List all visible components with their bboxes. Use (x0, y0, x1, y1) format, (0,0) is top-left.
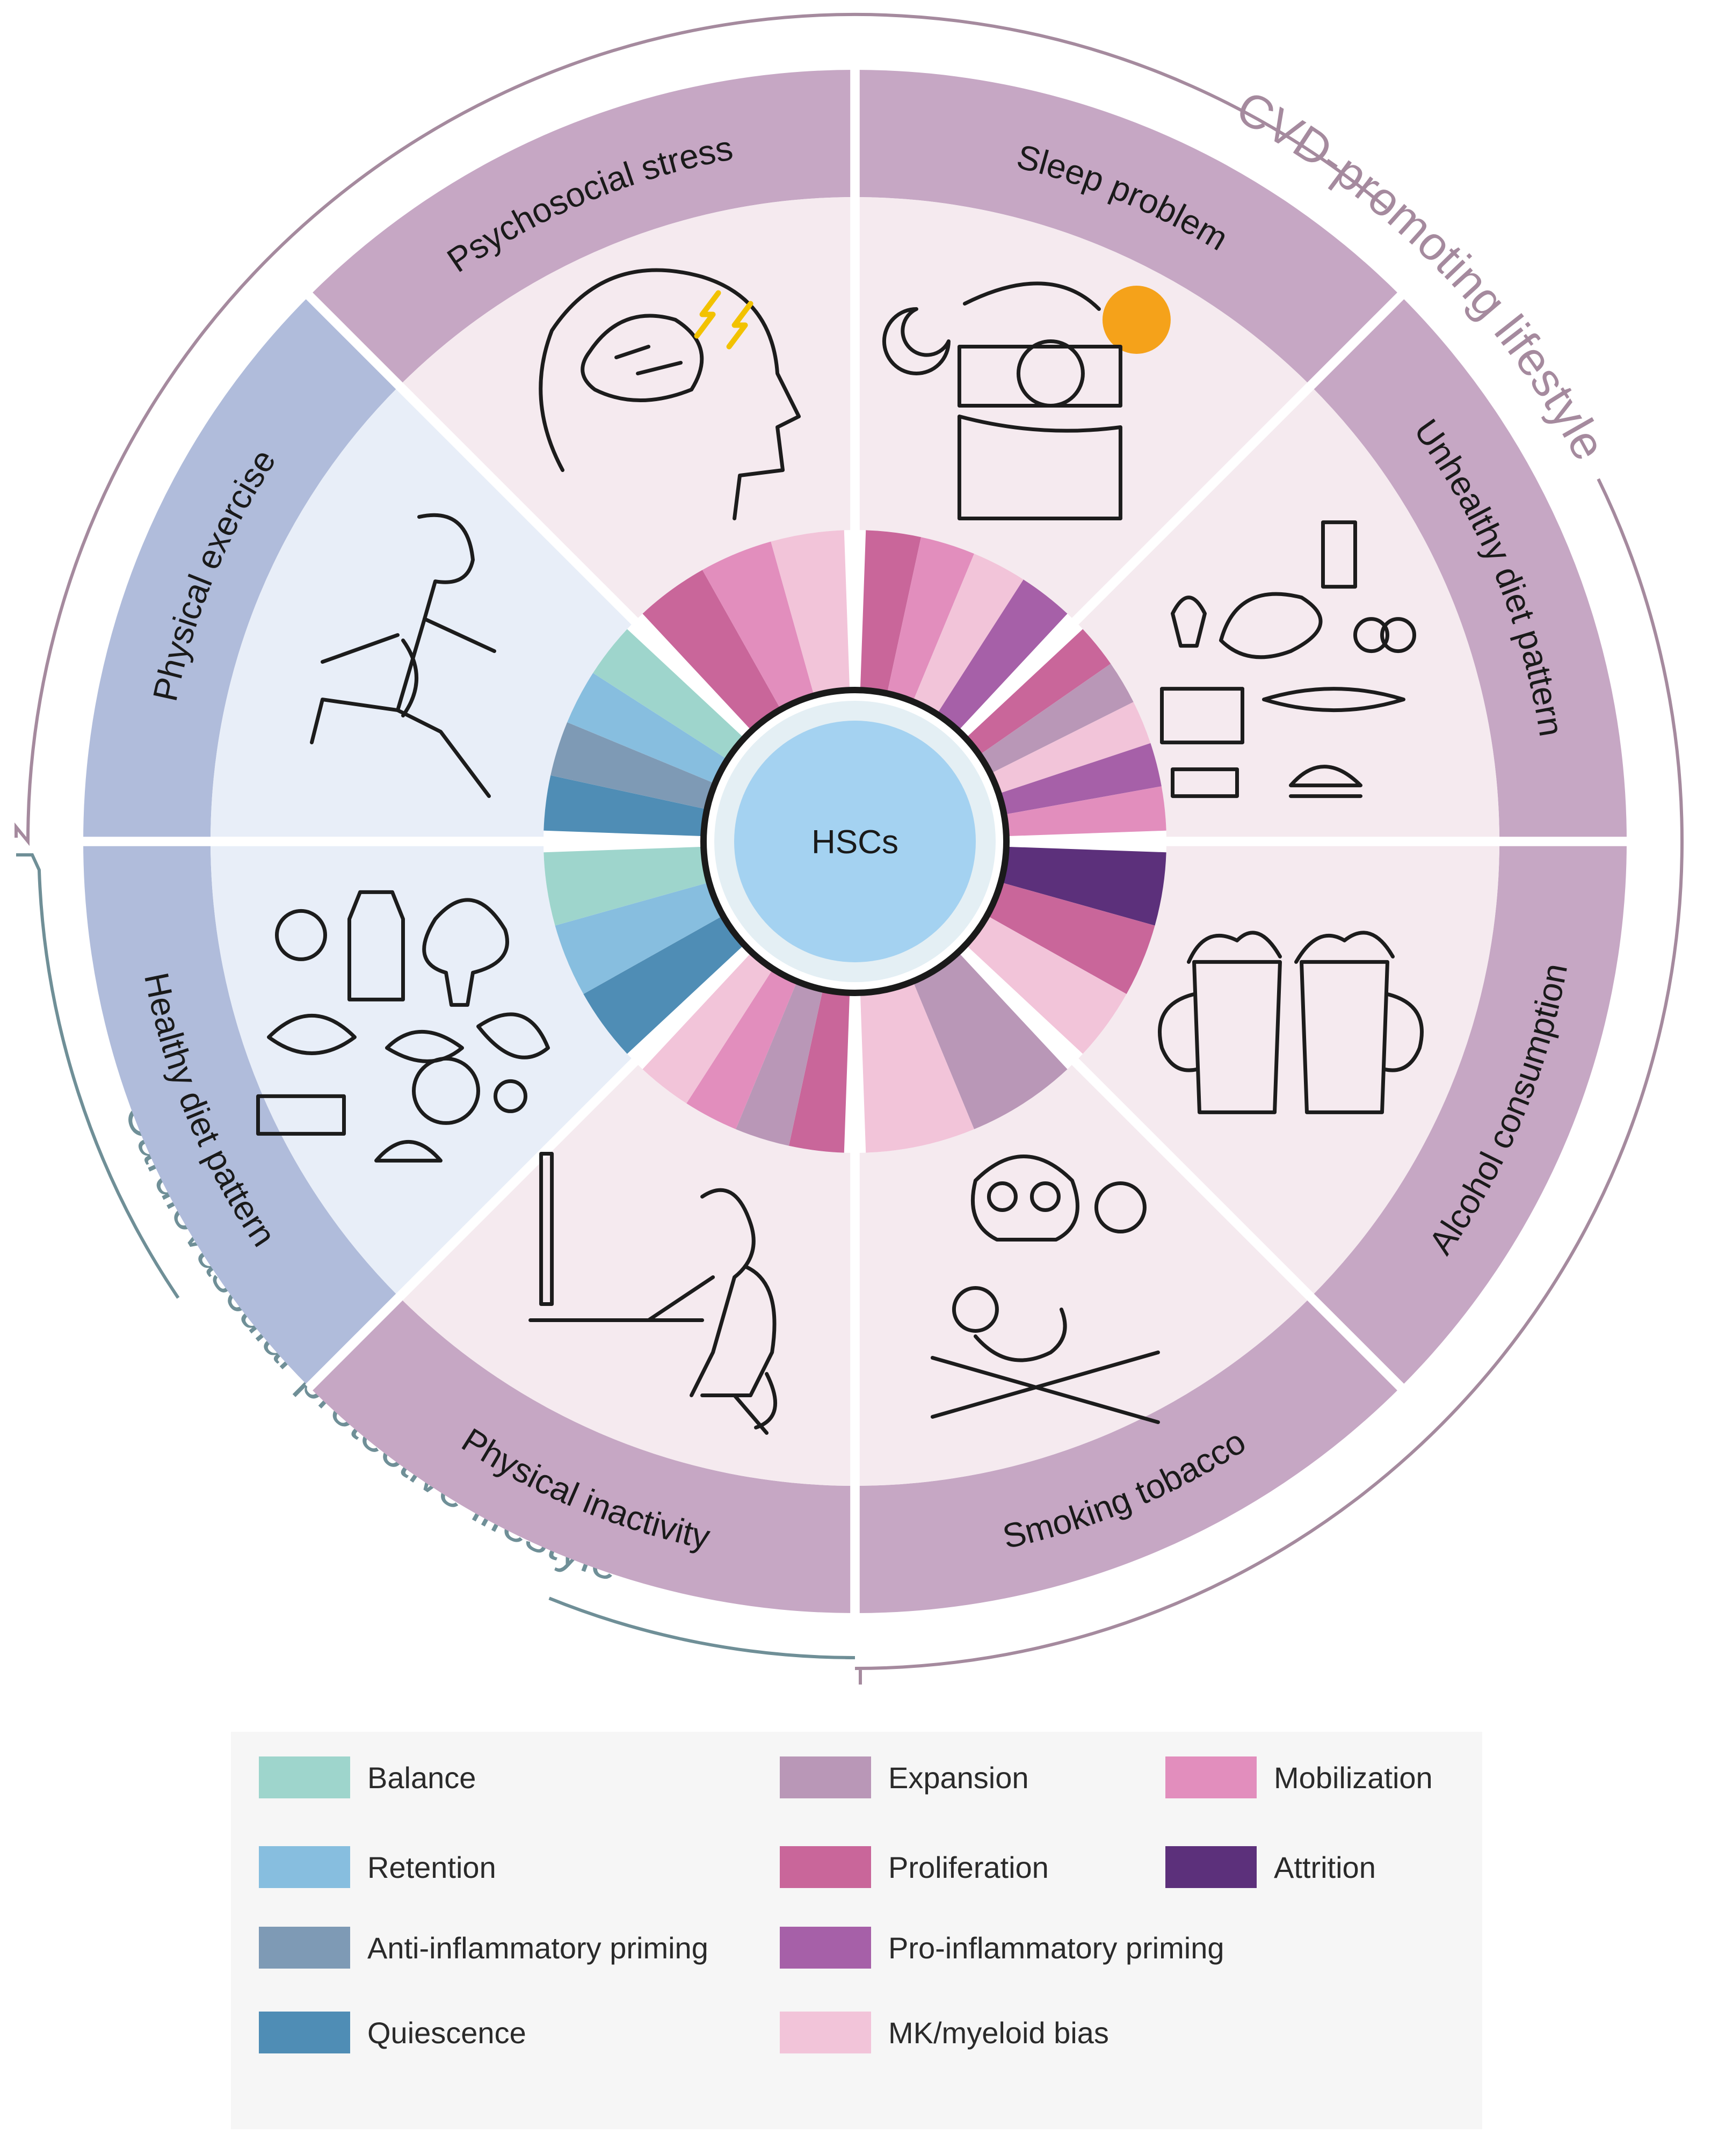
runner-icon (310, 513, 497, 798)
effect-wedge-diet_unhealthy-mobilization (1004, 786, 1166, 837)
lifestyle-hsc-wheel: CVD-promoting lifestyleCardiovascular pr… (15, 13, 1684, 1685)
divider-line (305, 945, 751, 1391)
effect-wedge-sleep-pro_inflammatory (937, 579, 1068, 731)
effect-wedge-diet_healthy-quiescence (583, 916, 744, 1054)
legend-label: Retention (367, 1850, 496, 1884)
band-stress (309, 70, 855, 386)
legend-item-mk-myeloid-bias: MK/myeloid bias (780, 2011, 1109, 2054)
effect-wedge-inactivity-mk_myeloid_bias (642, 952, 773, 1104)
legend-label: MK/myeloid bias (888, 2015, 1109, 2050)
legend-label: Mobilization (1274, 1760, 1433, 1795)
legend-item-pro-inflammatory: Pro-inflammatory priming (780, 1926, 1224, 1969)
junk-food-icon (1159, 520, 1416, 798)
beer-mugs-icon (1158, 931, 1424, 1114)
effect-wedge-inactivity-mobilization (686, 969, 798, 1129)
hsc-core (734, 721, 976, 962)
band-diet_healthy (83, 841, 400, 1388)
effect-wedge-alcohol-mk_myeloid_bias (966, 916, 1127, 1054)
legend-swatch (259, 2012, 350, 2053)
effect-wedge-diet_healthy-retention (555, 882, 723, 994)
legend-label: Pro-inflammatory priming (888, 1930, 1224, 1965)
legend-label: Attrition (1274, 1850, 1376, 1884)
healthy-food-icon (256, 890, 550, 1163)
promoting-bracket-top (15, 13, 1388, 846)
panel-stress (399, 197, 855, 621)
legend-label: Quiescence (367, 2015, 526, 2050)
band-diet_unhealthy (1310, 295, 1627, 841)
stressed-brain-icon (539, 268, 801, 521)
legend-swatch (259, 1927, 350, 1969)
legend-item-balance: Balance (259, 1756, 476, 1799)
effect-wedge-diet_unhealthy-proliferation (966, 629, 1111, 756)
effect-wedge-diet_healthy-balance (543, 846, 709, 926)
effect-wedges (543, 530, 1166, 1153)
sector-illustrations (256, 268, 1424, 1435)
panel-inactivity (399, 1062, 855, 1486)
legend-label: Balance (367, 1760, 476, 1795)
legend-swatch (259, 1846, 350, 1888)
effect-wedge-alcohol-attrition (1001, 846, 1166, 926)
effect-wedge-diet_unhealthy-mk_myeloid_bias (990, 702, 1151, 794)
effect-wedge-sleep-mobilization (887, 537, 974, 702)
effect-wedge-exercise-anti_inflammatory (550, 722, 715, 810)
effect-wedge-stress-mk_myeloid_bias (771, 530, 850, 696)
skull-smoke-icon (930, 1154, 1160, 1424)
effect-wedge-sleep-proliferation (860, 530, 922, 694)
legend-item-anti-inflammatory: Anti-inflammatory priming (259, 1926, 708, 1969)
legend-label: Anti-inflammatory priming (367, 1930, 708, 1965)
legend-item-proliferation: Proliferation (780, 1846, 1049, 1889)
hsc-hub: HSCs (700, 687, 1010, 996)
band-alcohol (1310, 841, 1627, 1388)
promoting-bracket-right (854, 478, 1684, 1685)
band-exercise (83, 295, 400, 841)
band-sleep (855, 70, 1401, 386)
legend-item-quiescence: Quiescence (259, 2011, 526, 2054)
effect-wedge-stress-mobilization (702, 541, 814, 710)
panel-smoking (855, 1062, 1311, 1486)
effect-wedge-alcohol-proliferation (987, 882, 1155, 994)
legend-swatch (259, 1756, 350, 1798)
desk-worker-icon (528, 1151, 778, 1435)
divider-line (959, 292, 1405, 738)
legend-label: Proliferation (888, 1850, 1049, 1884)
effect-wedge-inactivity-proliferation (788, 989, 850, 1153)
legend-swatch (780, 1927, 871, 1969)
effect-wedge-inactivity-expansion (736, 981, 823, 1146)
band-smoking (855, 1297, 1401, 1613)
effect-wedge-smoking-mk_myeloid_bias (860, 981, 974, 1153)
legend-swatch (780, 2012, 871, 2053)
legend-item-attrition: Attrition (1165, 1846, 1376, 1889)
effect-wedge-stress-proliferation (642, 570, 781, 731)
legend-swatch (780, 1756, 871, 1798)
legend-item-expansion: Expansion (780, 1756, 1029, 1799)
effect-wedge-smoking-expansion (912, 952, 1068, 1129)
effect-wedge-exercise-balance (593, 629, 744, 760)
effect-wedge-sleep-mk_myeloid_bias (912, 554, 1024, 714)
legend-swatch (1165, 1846, 1257, 1888)
protective-bracket-left (16, 853, 180, 1299)
legend-label: Expansion (888, 1760, 1029, 1795)
effect-wedge-exercise-quiescence (543, 775, 707, 837)
band-inactivity (309, 1297, 855, 1613)
legend-swatch (780, 1846, 871, 1888)
panel-diet_unhealthy (1075, 386, 1499, 841)
legend-swatch (1165, 1756, 1257, 1798)
effect-wedge-diet_unhealthy-pro_inflammatory (998, 743, 1162, 815)
sector-dividers (82, 69, 1628, 1614)
hsc-label: HSCs (811, 824, 898, 861)
effect-wedge-diet_unhealthy-expansion (979, 663, 1134, 774)
legend-item-retention: Retention (259, 1846, 496, 1889)
sector-bands (83, 70, 1627, 1613)
sleeping-person-icon (882, 281, 1171, 521)
divider-line (959, 945, 1405, 1391)
divider-line (305, 292, 751, 738)
legend-item-mobilization: Mobilization (1165, 1756, 1433, 1799)
effect-wedge-exercise-retention (567, 673, 728, 784)
protective-bracket-bottom (548, 1596, 856, 1659)
